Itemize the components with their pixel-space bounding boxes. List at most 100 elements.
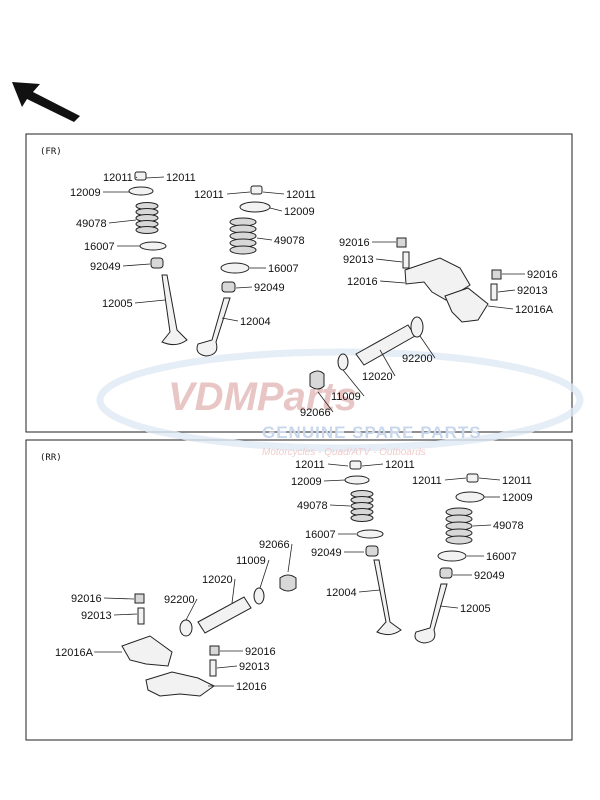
fr-exhaust-valve-assembly xyxy=(196,185,271,357)
leader-line xyxy=(259,559,270,589)
leader-line xyxy=(185,598,198,621)
fr-rocker-arm-assembly xyxy=(309,237,502,390)
leader-line xyxy=(439,605,459,609)
callout-fr-seal-92049: 92049 xyxy=(254,282,285,294)
callout-rr-spring-49078: 49078 xyxy=(493,520,524,532)
callout-fr-seat-16007: 16007 xyxy=(268,263,299,275)
leader-line xyxy=(487,305,514,310)
callout-labels: 12011 12011 12009 49078 16007 92049 12005 12011… xyxy=(55,172,558,693)
callout-rr-shaft-12020: 12020 xyxy=(202,574,233,586)
leader-line xyxy=(287,543,293,573)
fr-parts xyxy=(128,171,502,390)
callout-rr-valve-12005: 12005 xyxy=(460,603,491,615)
callout-fr-seat-16007: 16007 xyxy=(84,241,115,253)
panel-rr xyxy=(25,439,573,741)
callout-rr-retainer-12009: 12009 xyxy=(502,492,533,504)
leader-line xyxy=(226,191,251,195)
leader-line xyxy=(135,176,138,179)
section-label-fr: (FR) xyxy=(40,147,62,157)
leader-line xyxy=(108,219,137,224)
leader-line xyxy=(256,237,273,241)
callout-rr-seat-16007: 16007 xyxy=(486,551,517,563)
callout-rr-nut-92016: 92016 xyxy=(245,646,276,658)
rr-intake-valve-assembly xyxy=(414,473,485,644)
leader-line xyxy=(122,263,151,267)
callout-rr-plug-92066: 92066 xyxy=(259,539,290,551)
panel-fr xyxy=(25,133,573,433)
leader-lines xyxy=(94,176,525,687)
leader-line xyxy=(235,286,253,289)
leader-line xyxy=(262,191,285,195)
callout-rr-cap-12011: 12011 xyxy=(295,459,325,471)
callout-rr-cap-12011: 12011 xyxy=(385,459,415,471)
leader-line xyxy=(379,280,406,284)
leader-line xyxy=(327,463,349,467)
callout-rr-rocker-12016a: 12016A xyxy=(55,647,94,659)
callout-fr-cap-12011: 12011 xyxy=(103,172,133,184)
callout-fr-oring-11009: 11009 xyxy=(331,391,361,403)
callout-fr-nut-92016: 92016 xyxy=(339,237,370,249)
leader-line xyxy=(478,477,501,481)
callout-fr-seal-92049: 92049 xyxy=(90,261,121,273)
callout-rr-oring-11009: 11009 xyxy=(236,555,266,567)
callout-rr-nut-92016: 92016 xyxy=(71,593,102,605)
callout-rr-rocker-12016: 12016 xyxy=(236,681,267,693)
rr-spring-a xyxy=(350,490,374,522)
callout-fr-washer-92200: 92200 xyxy=(402,353,433,365)
leader-line xyxy=(221,317,239,322)
fr-spring-a xyxy=(135,202,159,234)
callout-rr-screw-92013: 92013 xyxy=(239,661,270,673)
callout-fr-spring-49078: 49078 xyxy=(274,235,305,247)
leader-line xyxy=(103,597,135,600)
leader-line xyxy=(134,299,166,304)
watermark-tagline: GENUINE SPARE PARTS xyxy=(262,423,482,442)
callout-fr-screw-92013: 92013 xyxy=(517,285,548,297)
callout-fr-rocker-12016: 12016 xyxy=(347,276,378,288)
fr-spring-b xyxy=(229,217,257,255)
callout-fr-retainer-12009: 12009 xyxy=(284,206,315,218)
watermark-brand: VDMParts xyxy=(168,375,357,419)
callout-fr-shaft-12020: 12020 xyxy=(362,371,393,383)
leader-line xyxy=(113,613,138,616)
rr-rocker-arm-assembly xyxy=(121,574,297,697)
callout-fr-cap-12011: 12011 xyxy=(286,189,316,201)
arrow-up-left-icon xyxy=(12,82,80,122)
callout-fr-screw-92013: 92013 xyxy=(343,254,374,266)
leader-line xyxy=(145,176,165,179)
leader-line xyxy=(497,289,516,293)
callout-fr-cap-12011: 12011 xyxy=(166,172,196,184)
leader-line xyxy=(375,258,403,263)
callout-rr-seal-92049: 92049 xyxy=(311,547,342,559)
callout-rr-spring-49078: 49078 xyxy=(297,500,328,512)
watermark: VDMParts GENUINE SPARE PARTS Motorcycles… xyxy=(96,348,584,458)
leader-line xyxy=(419,335,436,359)
leader-line xyxy=(379,349,396,377)
leader-line xyxy=(329,504,351,507)
leader-line xyxy=(342,369,365,397)
rr-spring-b xyxy=(445,507,473,545)
callout-rr-seal-92049: 92049 xyxy=(474,570,505,582)
leader-line xyxy=(472,524,492,527)
callout-fr-spring-49078: 49078 xyxy=(76,218,107,230)
leader-line xyxy=(323,479,346,482)
callout-fr-cap-12011: 12011 xyxy=(194,189,224,201)
leader-line xyxy=(231,578,236,604)
rr-exhaust-valve-assembly xyxy=(344,460,402,636)
callout-fr-nut-92016: 92016 xyxy=(527,269,558,281)
callout-rr-seat-16007: 16007 xyxy=(305,529,336,541)
callout-fr-plug-92066: 92066 xyxy=(300,407,331,419)
callout-rr-valve-12004: 12004 xyxy=(326,587,357,599)
leader-line xyxy=(358,589,381,593)
rr-parts xyxy=(121,460,485,697)
callout-rr-cap-12011: 12011 xyxy=(502,475,532,487)
fr-intake-valve-assembly xyxy=(128,171,188,346)
section-label-rr: (RR) xyxy=(40,453,62,463)
callout-fr-valve-12005: 12005 xyxy=(102,298,133,310)
leader-line xyxy=(444,477,467,481)
callout-rr-screw-92013: 92013 xyxy=(81,610,112,622)
leader-line xyxy=(361,463,384,467)
callout-fr-valve-12004: 12004 xyxy=(240,316,271,328)
leader-line xyxy=(269,207,283,212)
callout-rr-cap-12011: 12011 xyxy=(412,475,442,487)
